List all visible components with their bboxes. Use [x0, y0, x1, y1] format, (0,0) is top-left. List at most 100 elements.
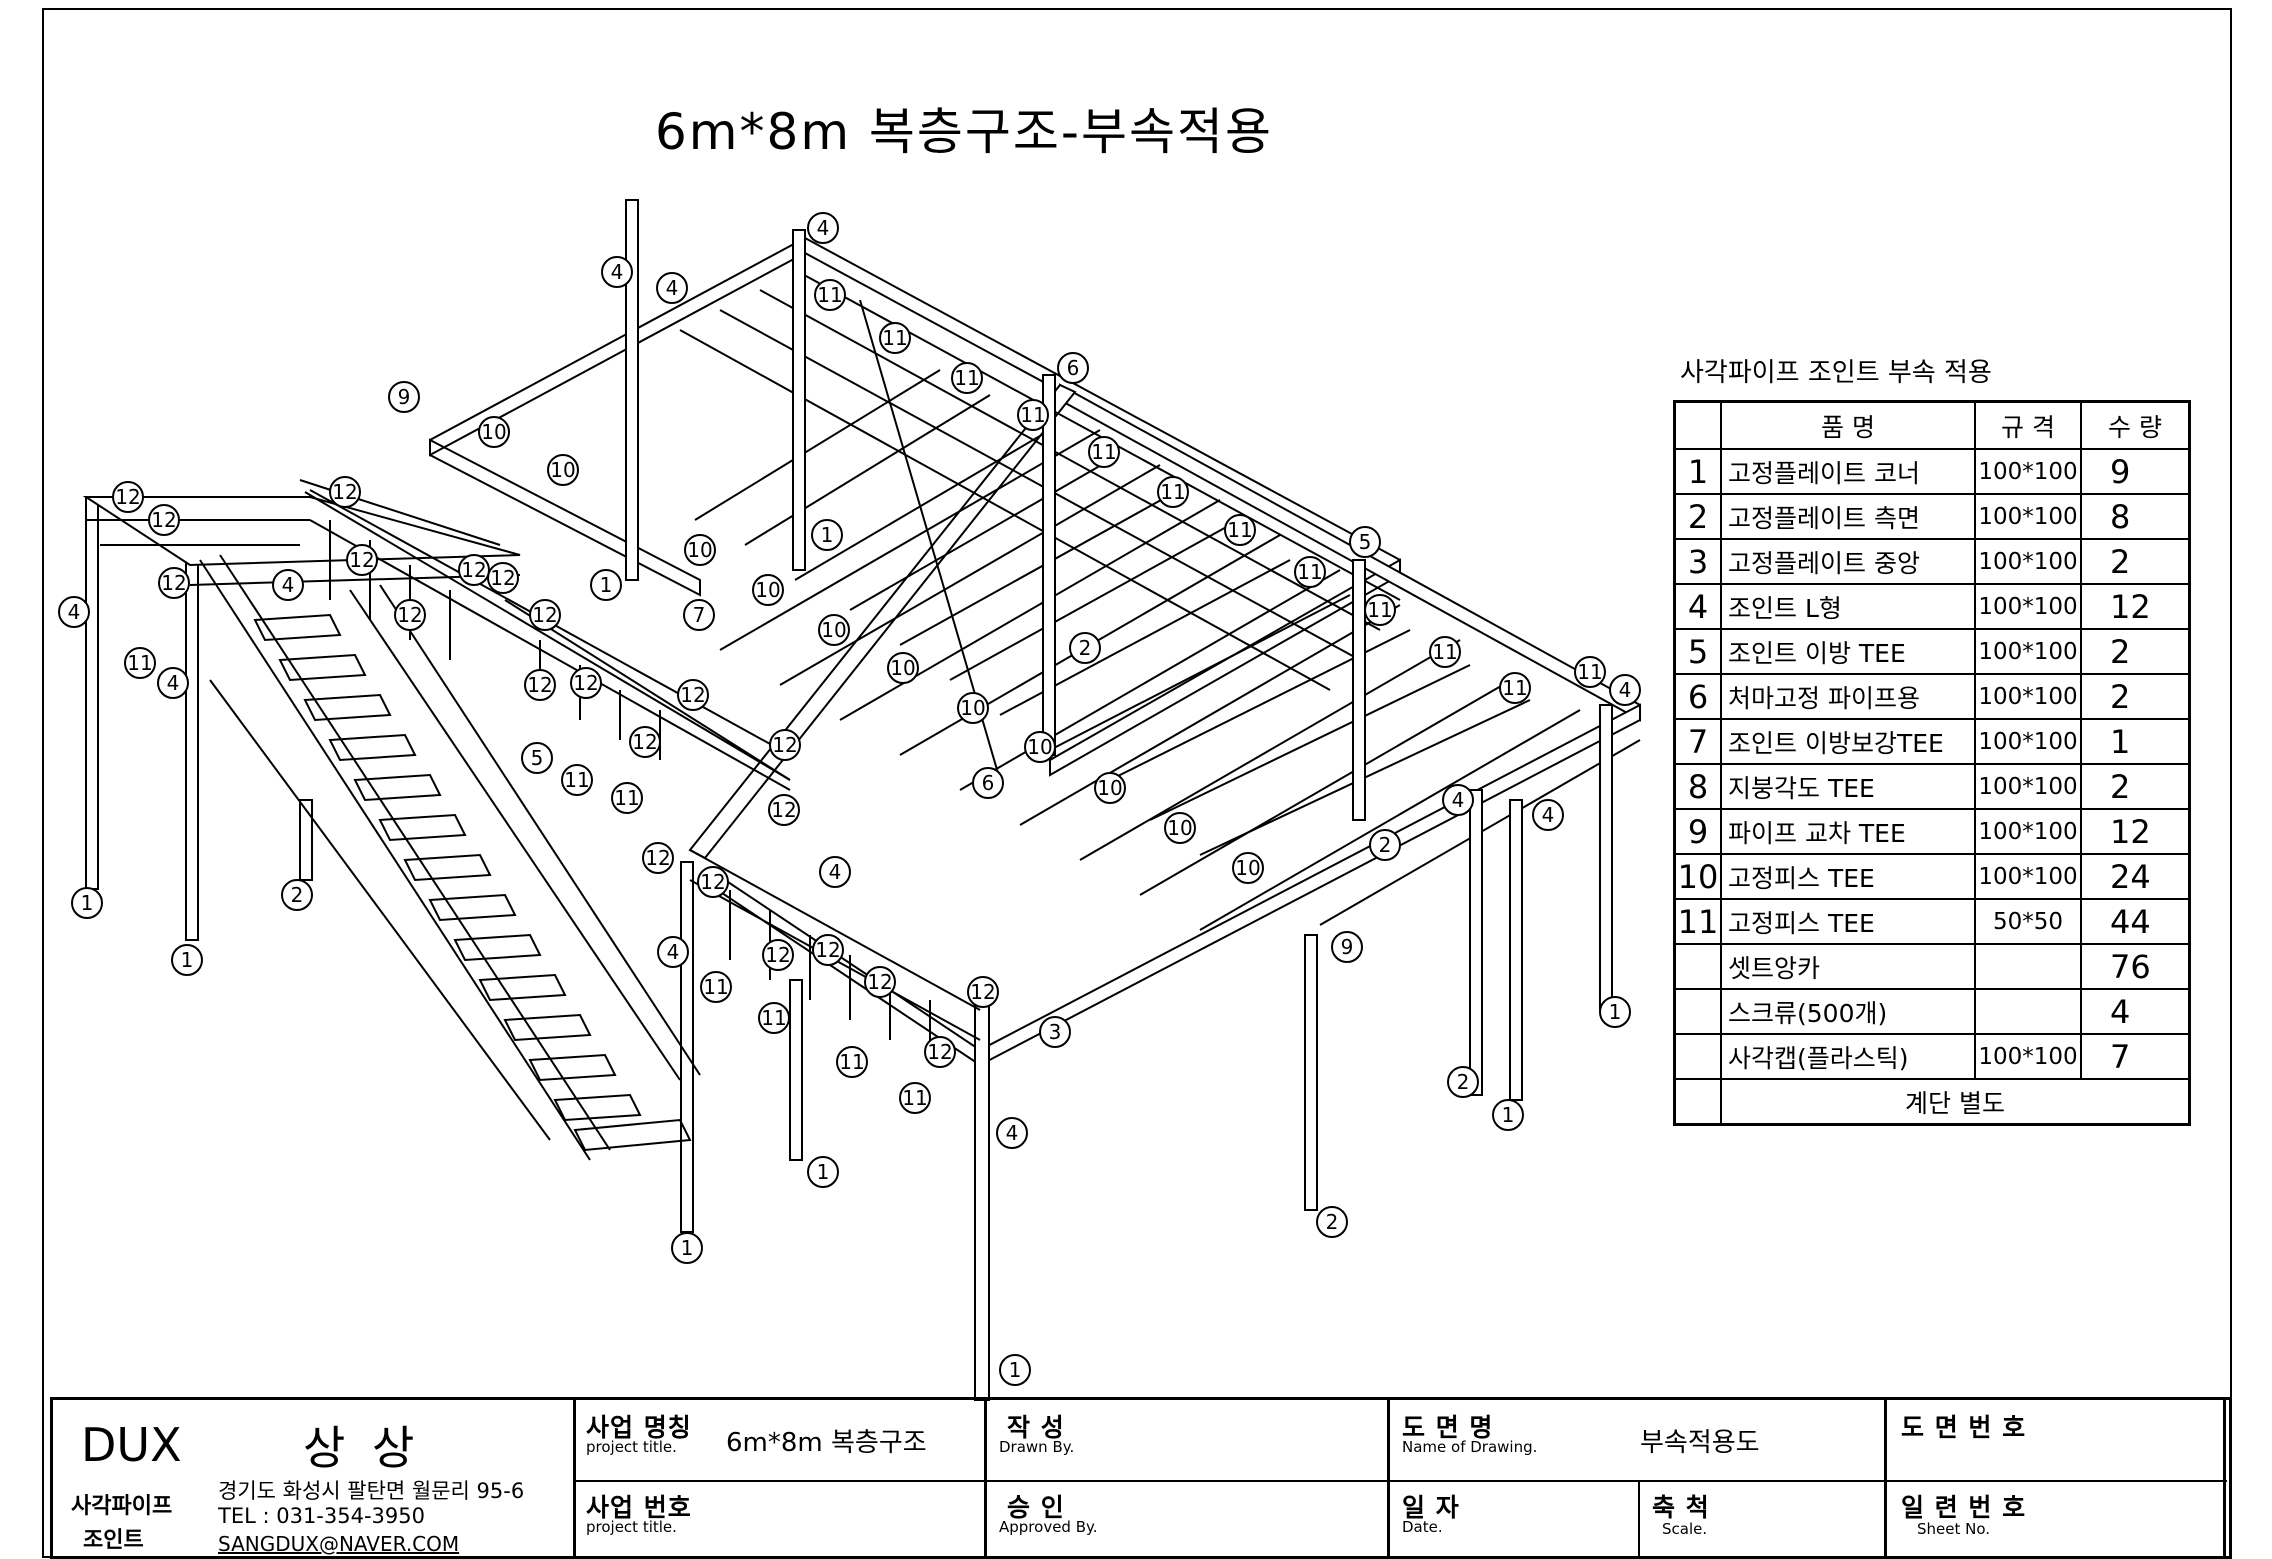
svg-text:12: 12: [115, 485, 140, 509]
callout-4: 4: [272, 569, 304, 601]
callout-4: 4: [1532, 799, 1564, 831]
svg-text:10: 10: [821, 618, 846, 642]
drawing-name-label: 도 면 명: [1402, 1413, 1494, 1442]
callout-12: 12: [394, 599, 426, 631]
callout-4: 4: [1609, 674, 1641, 706]
row-name: 처마고정 파이프용: [1720, 673, 1976, 720]
callout-11: 11: [1574, 656, 1606, 688]
svg-text:1: 1: [1609, 1000, 1622, 1024]
callout-4: 4: [819, 856, 851, 888]
project-no-label: 사업 번호: [586, 1493, 692, 1522]
callout-10: 10: [478, 416, 510, 448]
svg-text:2: 2: [1079, 636, 1092, 660]
row-no: 2: [1673, 493, 1722, 540]
callout-9: 9: [388, 381, 420, 413]
header-no: [1673, 400, 1722, 450]
callout-12: 12: [112, 481, 144, 513]
svg-text:11: 11: [1020, 403, 1045, 427]
approved-label: 승 인: [1007, 1493, 1065, 1522]
svg-text:10: 10: [1027, 735, 1052, 759]
svg-text:11: 11: [1577, 660, 1602, 684]
row-name: 고정플레이트 중앙: [1720, 538, 1976, 585]
row-name: 고정피스 TEE: [1720, 898, 1976, 945]
svg-text:12: 12: [332, 480, 357, 504]
svg-text:2: 2: [291, 883, 304, 907]
svg-text:10: 10: [1167, 816, 1192, 840]
svg-text:2: 2: [1326, 1210, 1339, 1234]
callout-2: 2: [1447, 1066, 1479, 1098]
callout-11: 11: [561, 764, 593, 796]
product-line1: 사각파이프: [71, 1494, 173, 1519]
svg-text:11: 11: [839, 1050, 864, 1074]
company-cell: DUX 상 상 사각파이프 조인트 경기도 화성시 팔탄면 월문리 95-6 T…: [53, 1400, 573, 1556]
row-no: 3: [1673, 538, 1722, 585]
svg-text:4: 4: [817, 216, 830, 240]
row-name: 사각캡(플라스틱): [1720, 1033, 1976, 1080]
callout-12: 12: [629, 726, 661, 758]
svg-text:12: 12: [815, 938, 840, 962]
parts-table-caption: 사각파이프 조인트 부속 적용: [1680, 358, 1992, 388]
callout-10: 10: [887, 652, 919, 684]
row-name: 셋트앙카: [1720, 943, 1976, 990]
svg-text:12: 12: [970, 980, 995, 1004]
callout-11: 11: [899, 1082, 931, 1114]
svg-text:11: 11: [1367, 598, 1392, 622]
project-name-sub: project title.: [586, 1438, 677, 1456]
callout-1: 1: [1492, 1099, 1524, 1131]
row-qty: 76: [2080, 943, 2191, 990]
row-spec: 100*100: [1974, 808, 2082, 855]
callout-12: 12: [329, 476, 361, 508]
row-name: 고정플레이트 측면: [1720, 493, 1976, 540]
row-name: 조인트 L형: [1720, 583, 1976, 630]
left-landing: [82, 479, 791, 781]
drawing-name-value: 부속적용도: [1640, 1428, 1760, 1458]
svg-text:11: 11: [954, 366, 979, 390]
row-spec: [1974, 943, 2082, 990]
drawing-name-sub: Name of Drawing.: [1402, 1438, 1538, 1456]
svg-text:1: 1: [821, 523, 834, 547]
svg-text:11: 11: [1091, 440, 1116, 464]
svg-text:10: 10: [890, 656, 915, 680]
callouts: 4 4 4 11 11 11 6 11 11 11 11 11 5 11 11 …: [58, 212, 1641, 1386]
callout-12: 12: [642, 842, 674, 874]
row-spec: 100*100: [1974, 583, 2082, 630]
svg-text:10: 10: [550, 458, 575, 482]
header-qty: 수 량: [2080, 400, 2191, 450]
svg-text:2: 2: [1457, 1070, 1470, 1094]
company-tel: TEL : 031-354-3950: [218, 1504, 425, 1528]
callout-9: 9: [1331, 931, 1363, 963]
drawing-title: 6m*8m 복층구조-부속적용: [655, 103, 1273, 161]
row-spec: 100*100: [1974, 448, 2082, 495]
callout-12: 12: [768, 794, 800, 826]
svg-text:4: 4: [667, 940, 680, 964]
callout-12: 12: [697, 866, 729, 898]
svg-text:11: 11: [1297, 560, 1322, 584]
scale-label: 축 척: [1652, 1493, 1710, 1522]
callout-6: 6: [1057, 352, 1089, 384]
drawn-label: 작 성: [1007, 1413, 1065, 1442]
callout-2: 2: [281, 879, 313, 911]
svg-text:12: 12: [927, 1040, 952, 1064]
callout-12: 12: [924, 1036, 956, 1068]
svg-text:12: 12: [151, 508, 176, 532]
svg-text:1: 1: [681, 1236, 694, 1260]
svg-text:12: 12: [397, 603, 422, 627]
svg-text:5: 5: [531, 746, 544, 770]
joists: [679, 269, 1641, 931]
row-no: [1673, 988, 1722, 1035]
callout-2: 2: [1369, 829, 1401, 861]
project-cell: 사업 명칭 project title. 6m*8m 복층구조 사업 번호 pr…: [576, 1400, 984, 1556]
callout-10: 10: [547, 454, 579, 486]
callout-12: 12: [812, 934, 844, 966]
date-sub: Date.: [1402, 1518, 1443, 1536]
svg-text:12: 12: [490, 566, 515, 590]
svg-text:1: 1: [600, 573, 613, 597]
svg-text:12: 12: [700, 870, 725, 894]
svg-text:11: 11: [564, 768, 589, 792]
callout-1: 1: [590, 569, 622, 601]
table-row: 스크류(500개)4: [1673, 988, 2191, 1035]
svg-text:1: 1: [181, 948, 194, 972]
